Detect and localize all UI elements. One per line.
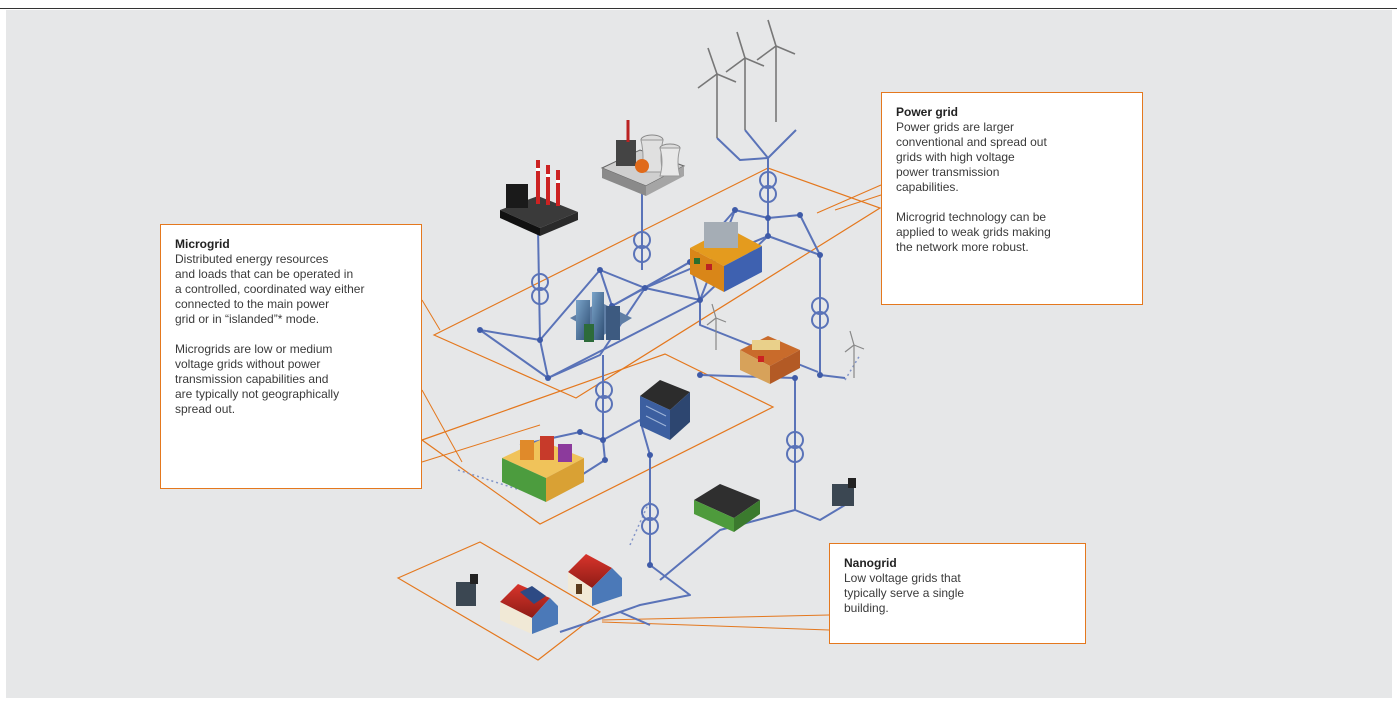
microgrid-note: Microgrids are low or medium voltage gri… bbox=[175, 342, 340, 416]
factory-icon bbox=[500, 160, 578, 236]
nanogrid-description: Low voltage grids that typically serve a… bbox=[844, 571, 965, 615]
wind-turbine-icon bbox=[697, 19, 796, 138]
microgrid-title: Microgrid bbox=[175, 237, 230, 251]
power-grid-callout: Power grid Power grids are larger conven… bbox=[881, 92, 1143, 305]
nanogrid-region bbox=[396, 541, 602, 661]
nanogrid-callout: Nanogrid Low voltage grids that typicall… bbox=[829, 543, 1086, 644]
apartment-building-icon bbox=[502, 436, 584, 502]
apartment-building-icon bbox=[740, 336, 800, 384]
house-icon bbox=[568, 554, 622, 606]
power-grid-description: Power grids are larger conventional and … bbox=[896, 120, 1047, 194]
office-building-icon bbox=[690, 222, 762, 292]
generator-icon bbox=[456, 478, 856, 606]
top-rule bbox=[0, 8, 1397, 9]
dotted-links bbox=[457, 354, 861, 546]
power-grid-note: Microgrid technology can be applied to w… bbox=[896, 210, 1051, 254]
house-icon bbox=[500, 584, 558, 634]
power-grid-title: Power grid bbox=[896, 105, 959, 119]
microgrid-region bbox=[420, 353, 775, 525]
nanogrid-title: Nanogrid bbox=[844, 556, 897, 570]
apartment-building-icon bbox=[694, 484, 760, 532]
callout-leaders bbox=[421, 184, 882, 631]
power-grid-region bbox=[432, 167, 882, 399]
transformer-icon bbox=[531, 171, 829, 535]
microgrid-callout: Microgrid Distributed energy resources a… bbox=[160, 224, 422, 489]
microgrid-description: Distributed energy resources and loads t… bbox=[175, 252, 365, 326]
wind-turbine-icon bbox=[706, 303, 865, 378]
office-building-icon bbox=[640, 380, 690, 440]
office-building-icon bbox=[570, 292, 632, 342]
power-plant-icon bbox=[600, 120, 686, 196]
